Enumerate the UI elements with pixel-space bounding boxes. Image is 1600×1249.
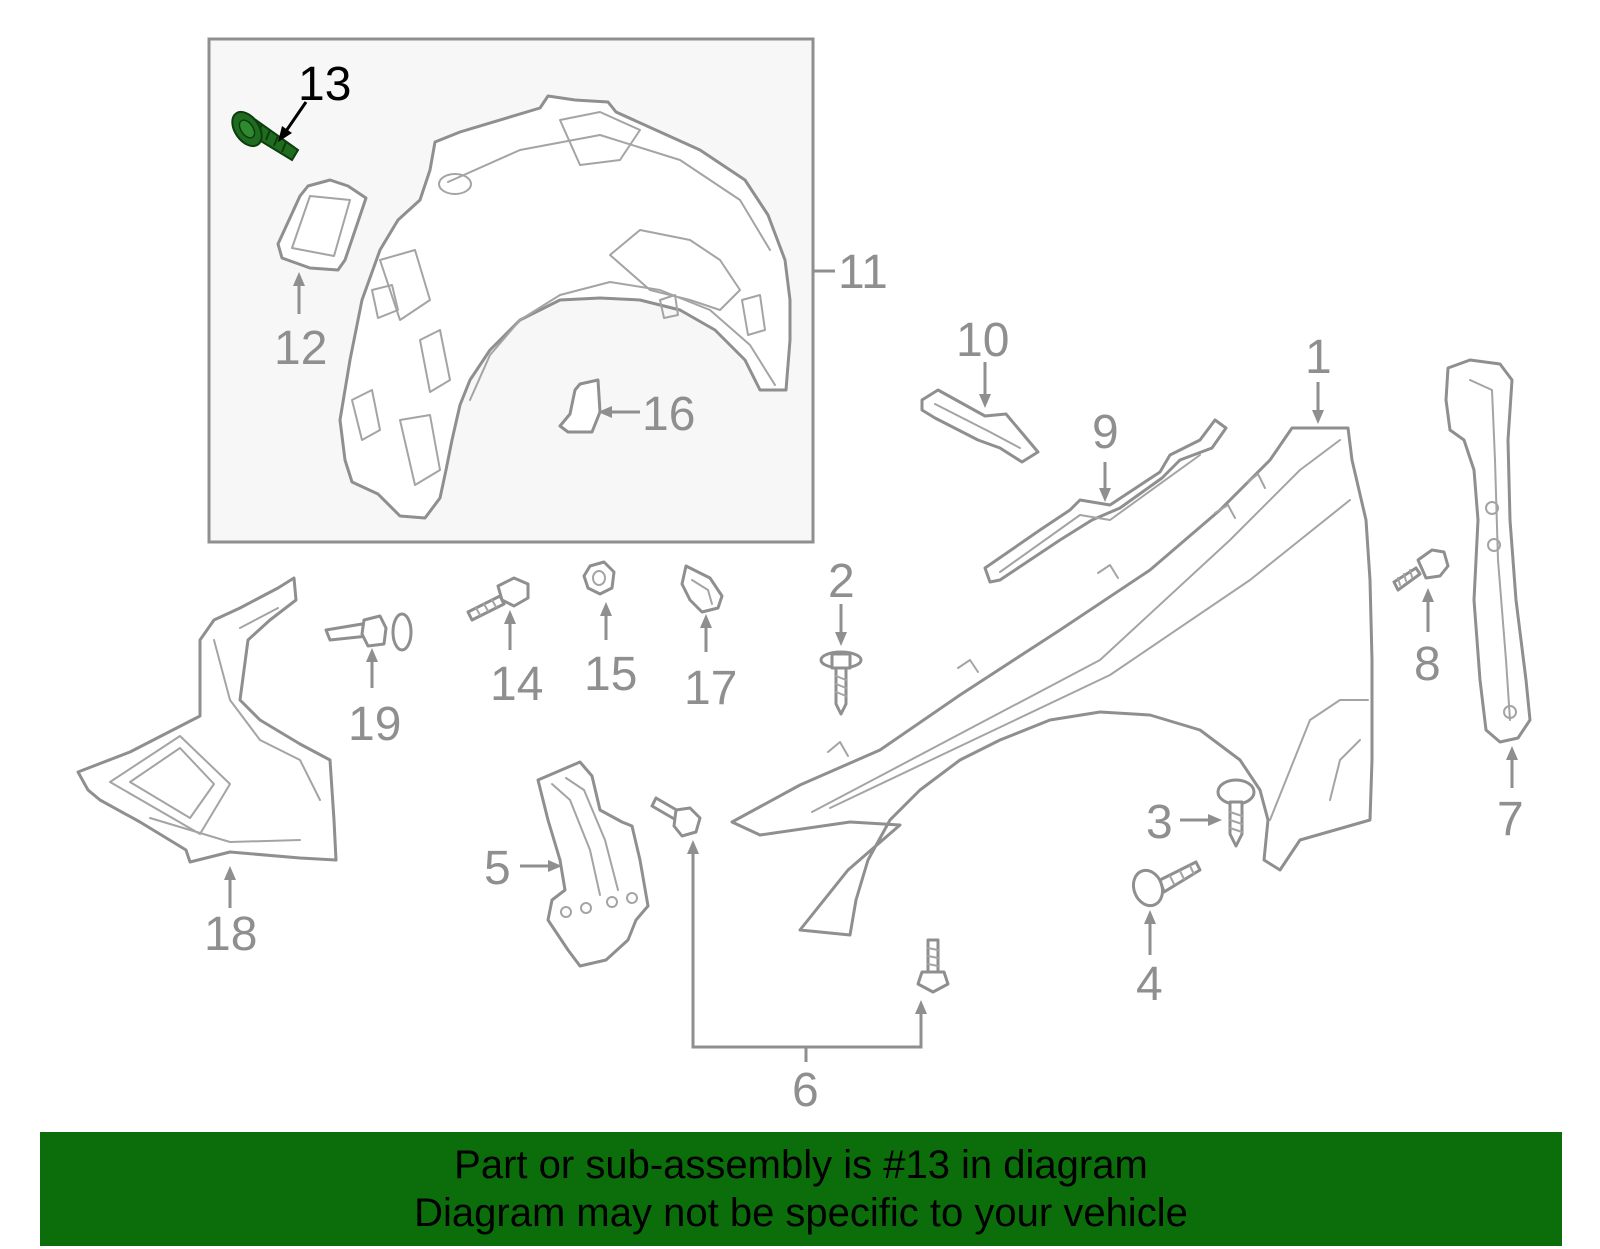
callout-8: 8 [1414, 638, 1441, 691]
mount-bracket-part-5[interactable] [536, 760, 650, 968]
callout-16: 16 [642, 388, 695, 441]
leader-arrow-12 [293, 272, 305, 314]
leader-arrow-5 [520, 860, 562, 872]
push-pin-part-19[interactable] [324, 612, 413, 652]
callout-7: 7 [1497, 793, 1524, 846]
brace-part-7[interactable] [1444, 358, 1532, 744]
callout-9: 9 [1092, 406, 1119, 459]
bolt-part-8[interactable] [1392, 548, 1450, 592]
fender-part-1[interactable] [730, 426, 1374, 937]
callout-11: 11 [838, 246, 888, 299]
banner-part-line: Part or sub-assembly is #13 in diagram [454, 1143, 1148, 1187]
bolt-part-6-upper[interactable] [650, 796, 702, 838]
bolt-part-14[interactable] [466, 576, 530, 622]
leader-arrow-19 [366, 648, 378, 688]
leader-arrow-8 [1422, 588, 1434, 632]
leader-arrow-14 [504, 610, 516, 650]
leader-arrow-3 [1180, 814, 1222, 826]
screw-part-3[interactable] [1216, 778, 1256, 848]
callout-10: 10 [956, 314, 1009, 367]
banner-disclaimer-line: Diagram may not be specific to your vehi… [414, 1191, 1188, 1235]
screw-part-4[interactable] [1129, 860, 1202, 910]
callout-19: 19 [348, 698, 401, 751]
callout-12: 12 [274, 322, 327, 375]
callout-13: 13 [298, 58, 351, 111]
leader-arrow-7 [1506, 746, 1518, 788]
leader-arrow-16 [598, 406, 640, 418]
leader-arrow-10 [979, 362, 991, 408]
screw-part-2[interactable] [819, 650, 863, 716]
leader-bracket-6 [687, 840, 927, 1062]
bracket-part-10[interactable] [920, 388, 1040, 464]
callout-4: 4 [1136, 958, 1163, 1011]
leader-arrow-18 [224, 866, 236, 908]
callout-15: 15 [584, 648, 637, 701]
callout-5: 5 [484, 842, 511, 895]
clip-part-17[interactable] [680, 564, 724, 614]
callout-1: 1 [1305, 331, 1332, 384]
leader-arrow-2 [835, 604, 847, 646]
callout-2: 2 [828, 555, 855, 608]
callout-18: 18 [204, 908, 257, 961]
splash-shield-part-18[interactable] [76, 576, 338, 864]
callout-6: 6 [792, 1064, 819, 1117]
rail-seal-part-9[interactable] [983, 418, 1228, 584]
callout-14: 14 [490, 658, 543, 711]
nut-part-15[interactable] [582, 560, 616, 596]
leader-arrow-9 [1099, 462, 1111, 502]
leader-arrow-1 [1312, 382, 1324, 424]
callout-3: 3 [1146, 796, 1173, 849]
cover-plate-part-12[interactable] [276, 178, 368, 272]
callout-17: 17 [684, 662, 737, 715]
part-info-banner: Part or sub-assembly is #13 in diagram D… [40, 1132, 1562, 1246]
screw-part-13[interactable] [226, 107, 300, 162]
bolt-part-6-lower[interactable] [916, 938, 950, 994]
leader-arrow-4 [1144, 910, 1156, 955]
leader-arrow-13 [278, 101, 308, 142]
leader-arrow-15 [600, 602, 612, 640]
fender-liner-part-11[interactable] [338, 94, 792, 520]
retainer-part-16[interactable] [558, 378, 602, 434]
leader-arrow-17 [700, 614, 712, 652]
